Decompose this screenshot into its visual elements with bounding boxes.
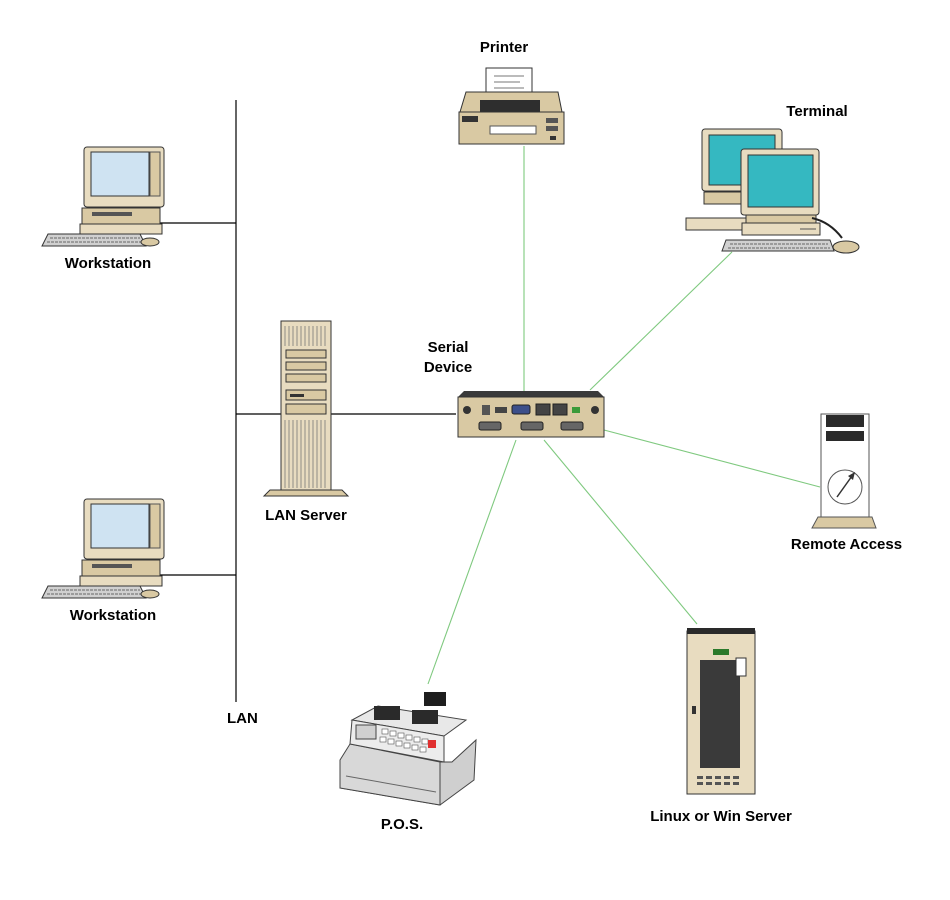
link-linux-server	[543, 439, 698, 625]
serial-device-server-icon	[457, 391, 605, 438]
linux-server-label: Linux or Win Server	[650, 808, 792, 825]
pos-label: P.O.S.	[380, 816, 424, 833]
workstation-bottom-label: Workstation	[69, 607, 157, 624]
tower-server-icon	[262, 320, 350, 497]
serial-links	[427, 146, 821, 685]
terminal-icon	[685, 128, 860, 254]
serial-device-label-line1: Serial	[427, 339, 469, 356]
workstation-icon	[41, 498, 165, 599]
terminal-label: Terminal	[786, 103, 848, 120]
link-terminal	[589, 251, 733, 391]
printer-icon	[458, 67, 565, 145]
link-remote-access	[603, 429, 821, 488]
cash-register-icon	[339, 692, 477, 806]
workstation-top-label: Workstation	[64, 255, 152, 272]
rack-server-icon	[686, 628, 756, 795]
lan-label: LAN	[227, 710, 258, 727]
remote-access-server-icon	[811, 413, 877, 529]
serial-device-label-line2: Device	[423, 359, 473, 376]
link-pos	[427, 439, 517, 685]
lan-server-label: LAN Server	[265, 507, 347, 524]
remote-access-label: Remote Access	[790, 536, 903, 553]
lan-bus	[158, 100, 456, 702]
printer-label: Printer	[479, 39, 529, 56]
workstation-icon	[41, 146, 165, 247]
